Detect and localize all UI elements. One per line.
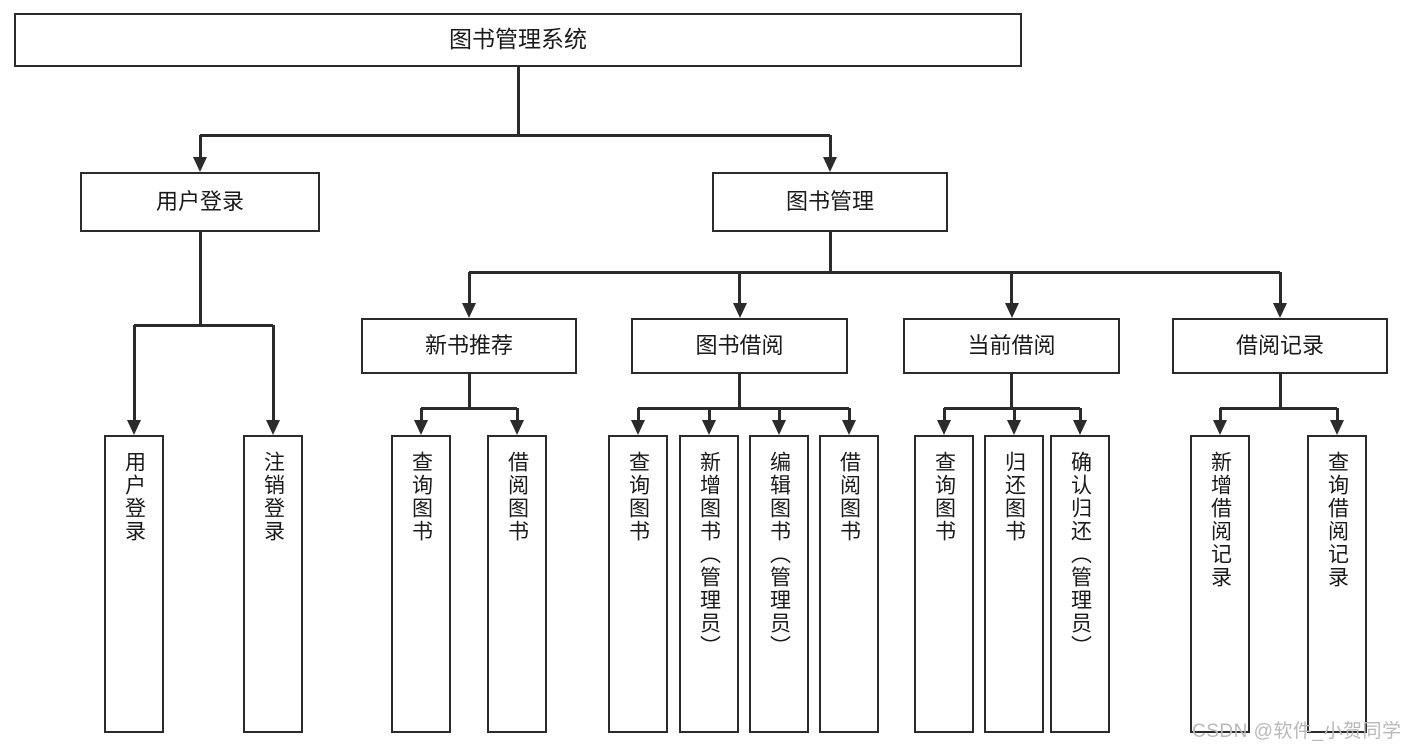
node-label: 图书借阅 [695, 333, 784, 359]
arrow-head-icon [1330, 420, 1344, 435]
connector-branch [1218, 408, 1222, 422]
connector-bus [1220, 406, 1337, 410]
node-borrow-record[interactable]: 借阅记录 [1172, 318, 1388, 374]
node-label: 新书推荐 [424, 333, 513, 359]
connector-branch [777, 408, 781, 422]
node-label: 用户登录 [122, 451, 146, 543]
connector-branch [1012, 408, 1016, 422]
node-user-login[interactable]: 用户登录 [80, 172, 320, 232]
leaf-query-book-current[interactable]: 查询图书 [914, 435, 974, 733]
connector-trunk [467, 374, 471, 408]
node-root-system[interactable]: 图书管理系统 [14, 13, 1022, 67]
arrow-head-icon [772, 420, 786, 435]
leaf-add-book-admin[interactable]: 新增图书（管理员） [679, 435, 739, 733]
connector-trunk [516, 67, 520, 135]
connector-trunk [1010, 374, 1013, 408]
arrow-head-icon [462, 303, 476, 318]
connector-branch [271, 325, 275, 422]
node-label: 图书管理系统 [449, 26, 587, 53]
connector-branch [1335, 408, 1339, 422]
connector-branch [847, 408, 851, 422]
arrow-head-icon [1004, 303, 1019, 318]
connector-branch [1078, 408, 1082, 422]
connector-trunk [828, 232, 832, 272]
node-label: 归还图书 [1002, 451, 1026, 543]
leaf-query-book-rec[interactable]: 查询图书 [391, 435, 451, 733]
connector-branch [707, 408, 711, 422]
node-label: 新增图书（管理员） [697, 451, 721, 658]
connector-branch [828, 135, 832, 159]
connector-bus [944, 406, 1080, 410]
connector-bus [421, 406, 517, 410]
connector-bus [469, 270, 1280, 274]
leaf-confirm-return-admin[interactable]: 确认归还（管理员） [1050, 435, 1110, 733]
connector-trunk [198, 232, 202, 325]
node-label: 当前借阅 [967, 333, 1056, 359]
arrow-head-icon [193, 157, 207, 172]
leaf-query-borrow-record[interactable]: 查询借阅记录 [1307, 435, 1367, 733]
arrow-head-icon [510, 420, 524, 435]
arrow-head-icon [937, 420, 951, 435]
arrow-head-icon [1073, 420, 1087, 435]
node-label: 借阅图书 [837, 451, 861, 543]
arrow-head-icon [1007, 420, 1021, 435]
connector-trunk [1278, 374, 1282, 408]
leaf-logout[interactable]: 注销登录 [243, 435, 303, 733]
node-label: 确认归还（管理员） [1068, 451, 1092, 658]
arrow-head-icon [414, 420, 428, 435]
connector-bus [134, 323, 273, 327]
node-label: 新增借阅记录 [1208, 451, 1232, 589]
node-label: 图书管理 [785, 189, 874, 215]
arrow-head-icon [732, 303, 747, 318]
connector-branch [467, 272, 471, 305]
leaf-add-borrow-record[interactable]: 新增借阅记录 [1190, 435, 1250, 733]
arrow-head-icon [1213, 420, 1227, 435]
leaf-borrow-book[interactable]: 借阅图书 [819, 435, 879, 733]
arrow-head-icon [1273, 303, 1287, 318]
node-label: 查询借阅记录 [1325, 451, 1349, 589]
connector-branch [419, 408, 423, 422]
node-current-borrow[interactable]: 当前借阅 [903, 318, 1120, 374]
connector-branch [515, 408, 519, 422]
node-book-management[interactable]: 图书管理 [712, 172, 948, 232]
node-label: 借阅图书 [505, 451, 529, 543]
connector-trunk [738, 374, 741, 408]
node-new-book-recommend[interactable]: 新书推荐 [361, 318, 577, 374]
connector-bus [638, 406, 849, 410]
leaf-query-book-borrow[interactable]: 查询图书 [608, 435, 668, 733]
arrow-head-icon [266, 420, 280, 435]
arrow-head-icon [842, 420, 856, 435]
connector-branch [1010, 272, 1013, 305]
node-label: 查询图书 [409, 451, 433, 543]
connector-branch [942, 408, 946, 422]
connector-branch [132, 325, 136, 422]
connector-bus [200, 133, 830, 137]
node-label: 注销登录 [261, 451, 285, 543]
leaf-user-login[interactable]: 用户登录 [104, 435, 164, 733]
arrow-head-icon [702, 420, 716, 435]
node-book-borrow[interactable]: 图书借阅 [631, 318, 848, 374]
arrow-head-icon [823, 157, 837, 172]
leaf-return-book[interactable]: 归还图书 [984, 435, 1044, 733]
node-label: 查询图书 [626, 451, 650, 543]
leaf-edit-book-admin[interactable]: 编辑图书（管理员） [749, 435, 809, 733]
node-label: 查询图书 [932, 451, 956, 543]
connector-branch [198, 135, 202, 159]
node-label: 借阅记录 [1235, 333, 1324, 359]
connector-branch [738, 272, 741, 305]
connector-branch [636, 408, 640, 422]
leaf-borrow-book-rec[interactable]: 借阅图书 [487, 435, 547, 733]
node-label: 用户登录 [155, 189, 244, 215]
connector-branch [1278, 272, 1282, 305]
arrow-head-icon [631, 420, 645, 435]
arrow-head-icon [127, 420, 141, 435]
node-label: 编辑图书（管理员） [767, 451, 791, 658]
